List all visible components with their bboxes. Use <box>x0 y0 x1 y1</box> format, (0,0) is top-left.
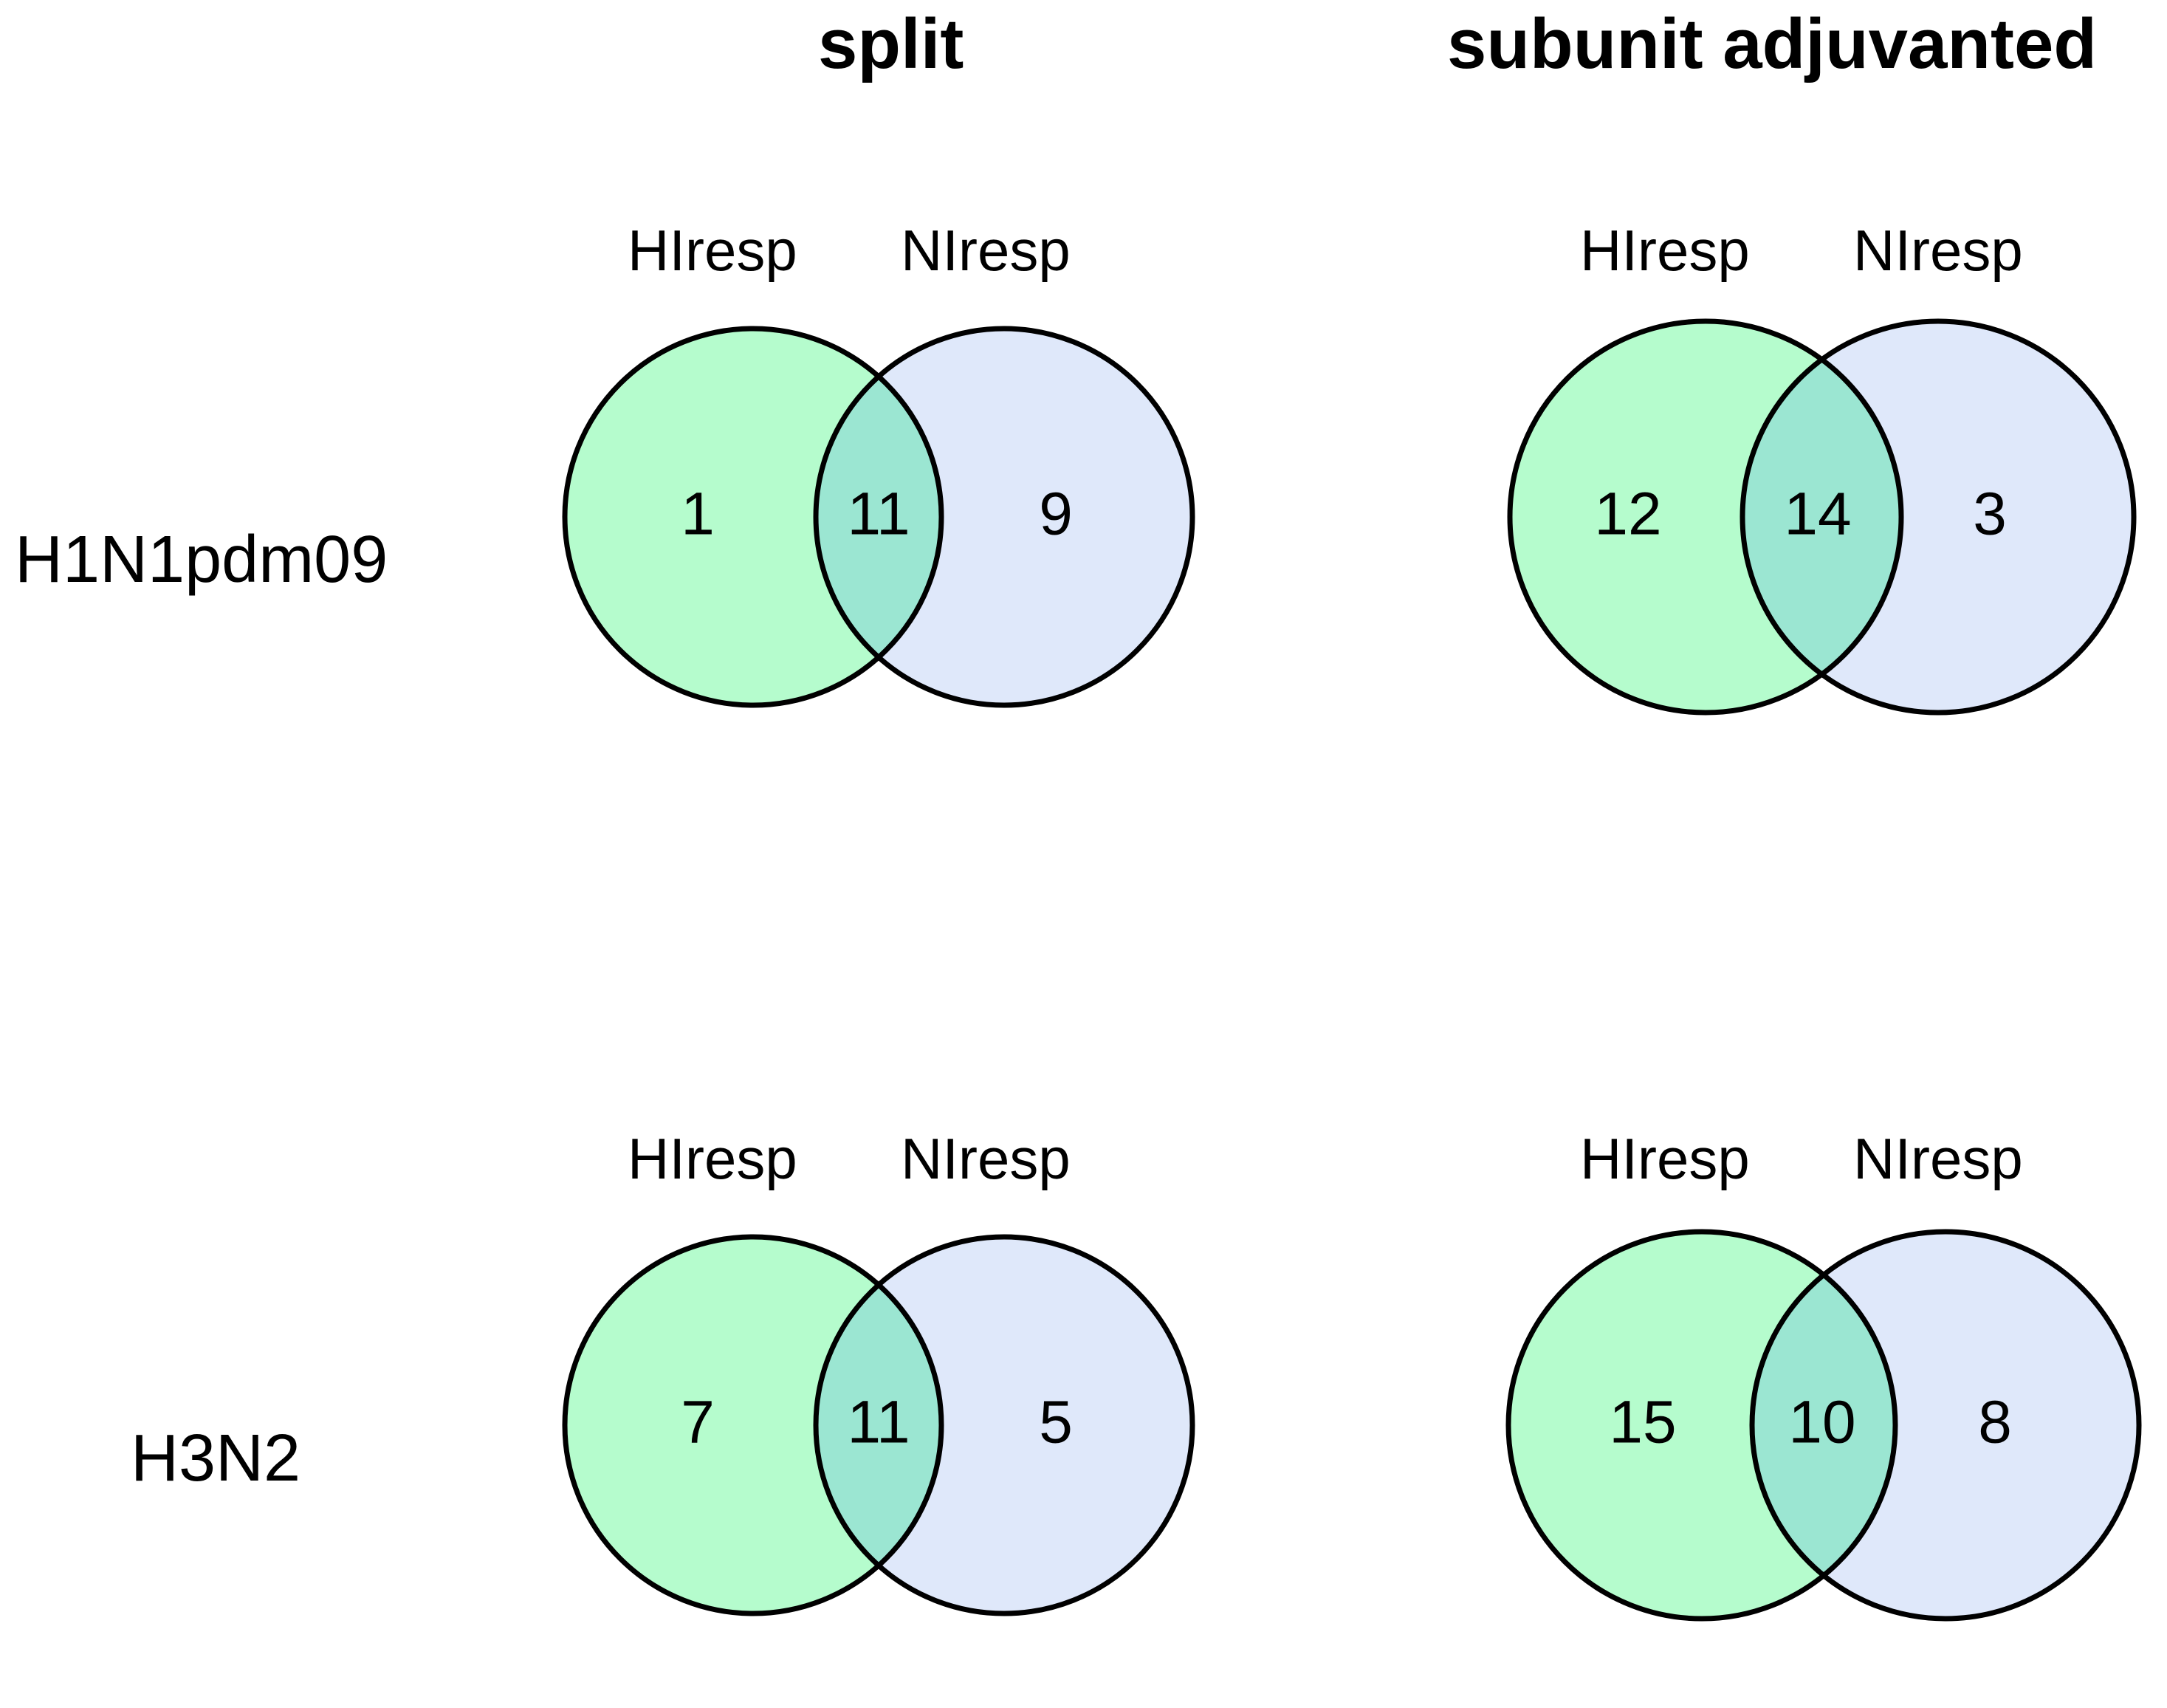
count-intersection: 11 <box>847 1389 910 1456</box>
set-label-right-niresp: NIresp <box>901 218 1071 283</box>
set-label-right-niresp: NIresp <box>1853 1126 2023 1191</box>
set-label-right-niresp: NIresp <box>901 1126 1071 1191</box>
venn-circle-left-outline <box>562 326 944 708</box>
venn-intersection-fill <box>816 1237 941 1613</box>
count-left-only: 12 <box>1594 481 1661 548</box>
venn-svg: 12 14 3 <box>1507 318 2137 716</box>
count-intersection: 10 <box>1788 1389 1855 1456</box>
venn-circle-left-outline <box>1505 1229 1898 1622</box>
venn-intersection-fill <box>1742 321 1901 713</box>
set-label-right-niresp: NIresp <box>1853 218 2023 283</box>
venn-svg: 7 11 5 <box>562 1234 1195 1616</box>
column-header-subunit-adjuvanted: subunit adjuvanted <box>1447 4 2098 83</box>
set-label-left-hiresp: HIresp <box>1580 218 1750 283</box>
set-label-left-hiresp: HIresp <box>628 1126 797 1191</box>
venn-diagram-h1n1pdm09-split: HIresp NIresp 1 11 9 <box>517 222 1277 753</box>
count-right-only: 5 <box>1039 1389 1073 1456</box>
row-label-h3n2: H3N2 <box>131 1421 301 1495</box>
venn-svg: 15 10 8 <box>1505 1229 2142 1622</box>
venn-svg: 1 11 9 <box>562 326 1195 708</box>
count-left-only: 7 <box>681 1389 715 1456</box>
count-right-only: 3 <box>1973 481 2007 548</box>
venn-circle-right-outline <box>1740 318 2137 716</box>
venn-circle-left-outline <box>562 1234 944 1616</box>
venn-circle-right-outline <box>813 1234 1195 1616</box>
column-header-split: split <box>818 4 964 83</box>
count-intersection: 14 <box>1784 481 1851 548</box>
venn-intersection-fill <box>1752 1232 1895 1619</box>
count-left-only: 15 <box>1609 1389 1676 1456</box>
count-intersection: 11 <box>847 481 910 548</box>
row-label-h1n1pdm09: H1N1pdm09 <box>15 523 388 597</box>
venn-intersection-fill <box>816 329 941 705</box>
venn-circle-left-outline <box>1507 318 1904 716</box>
venn-diagram-h1n1pdm09-subunit-adjuvanted: HIresp NIresp 12 14 3 <box>1469 222 2167 753</box>
set-label-left-hiresp: HIresp <box>1580 1126 1750 1191</box>
count-left-only: 1 <box>681 481 715 548</box>
venn-circle-right-outline <box>813 326 1195 708</box>
venn-circle-right-outline <box>1749 1229 2142 1622</box>
set-label-left-hiresp: HIresp <box>628 218 797 283</box>
venn-diagram-h3n2-split: HIresp NIresp 7 11 5 <box>517 1130 1277 1661</box>
count-right-only: 8 <box>1978 1389 2012 1456</box>
count-right-only: 9 <box>1039 481 1073 548</box>
venn-diagram-h3n2-subunit-adjuvanted: HIresp NIresp 15 10 8 <box>1469 1130 2167 1661</box>
